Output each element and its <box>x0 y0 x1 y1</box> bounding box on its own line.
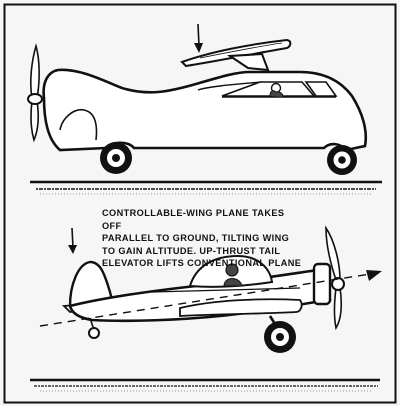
propeller-icon <box>325 225 345 331</box>
ground-line <box>30 378 380 392</box>
dashed-flight-path-arrow-icon <box>39 270 382 327</box>
wheel-icon <box>100 142 132 174</box>
landing-gear <box>264 315 296 353</box>
wheel-icon <box>88 317 100 339</box>
arrow-down-icon <box>194 23 203 53</box>
caption-text: CONTROLLABLE-WING PLANE TAKES OFF PARALL… <box>102 208 302 269</box>
tilting-wing <box>180 38 292 72</box>
pilot-icon <box>269 82 284 98</box>
wheel-arch <box>59 108 98 141</box>
main-wing <box>179 298 303 317</box>
wheel-icon <box>327 145 357 175</box>
propeller-icon <box>27 43 43 143</box>
outer-frame <box>3 3 397 404</box>
conventional-plane <box>39 225 382 353</box>
ground-line <box>30 180 382 195</box>
arrow-down-icon <box>68 227 77 254</box>
pilot-icon <box>223 263 243 287</box>
controllable-wing-plane <box>27 23 368 175</box>
tail-fin <box>68 260 114 308</box>
